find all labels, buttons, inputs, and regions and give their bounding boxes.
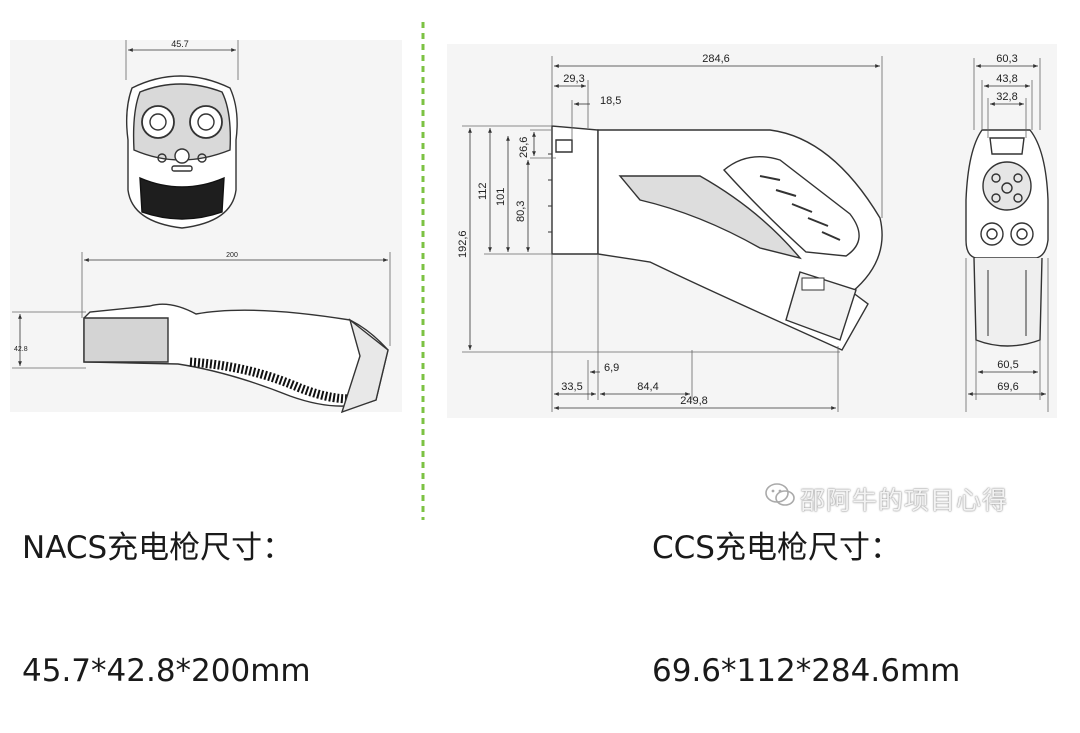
- nacs-height-label: 42.8: [14, 346, 28, 353]
- dim-6-9: 6,9: [604, 362, 619, 374]
- technical-drawings: 45.7 200 42.8: [12, 22, 1049, 520]
- nacs-length-dimension: 200: [81, 252, 391, 346]
- dim-29-3: 29,3: [563, 73, 584, 85]
- ccs-caption-line2: 69.6*112*284.6mm: [652, 653, 961, 689]
- nacs-side-view: [83, 303, 389, 414]
- ccs-side-labels: 284,6 29,3 18,5 26,6 192,6 112 101 80,3 …: [457, 53, 730, 407]
- ccs-side-view: [548, 125, 883, 351]
- dim-80-3: 80,3: [515, 201, 527, 222]
- dim-249-8: 249,8: [680, 395, 708, 407]
- dim-84-4: 84,4: [637, 381, 658, 393]
- diagram-stage: 45.7 200 42.8: [12, 22, 1049, 689]
- wechat-icon: [765, 483, 795, 506]
- nacs-length-label: 200: [226, 252, 238, 259]
- dim-60-5: 60,5: [997, 359, 1018, 371]
- dim-192-6: 192,6: [457, 230, 469, 258]
- ccs-front-labels: 60,3 43,8 32,8 60,5 69,6: [996, 53, 1018, 393]
- ccs-front-dimensions: [965, 58, 1049, 412]
- dim-60-3: 60,3: [996, 53, 1017, 65]
- nacs-caption: NACS充电枪尺寸： 45.7*42.8*200mm: [22, 446, 311, 733]
- nacs-width-dimension: 45.7: [125, 39, 239, 80]
- dim-32-8: 32,8: [996, 91, 1017, 103]
- nacs-height-dimension: 42.8: [12, 311, 86, 369]
- ccs-side-dimensions: [462, 56, 883, 412]
- nacs-width-label: 45.7: [171, 39, 189, 49]
- nacs-front-view: [125, 75, 238, 229]
- dim-26-6: 26,6: [518, 137, 530, 158]
- dim-69-6: 69,6: [997, 381, 1018, 393]
- dim-101: 101: [495, 188, 507, 206]
- watermark-text: 邵阿牛的项目心得: [800, 486, 1009, 515]
- dim-18-5: 18,5: [600, 95, 621, 107]
- dim-43-8: 43,8: [996, 73, 1017, 85]
- dim-284-6: 284,6: [702, 53, 730, 65]
- ccs-front-view: [965, 129, 1049, 347]
- nacs-caption-line1: NACS充电枪尺寸：: [22, 530, 294, 566]
- ccs-caption-line1: CCS充电枪尺寸：: [652, 530, 901, 566]
- nacs-caption-line2: 45.7*42.8*200mm: [22, 653, 311, 689]
- dim-112: 112: [477, 182, 489, 200]
- dim-33-5: 33,5: [561, 381, 582, 393]
